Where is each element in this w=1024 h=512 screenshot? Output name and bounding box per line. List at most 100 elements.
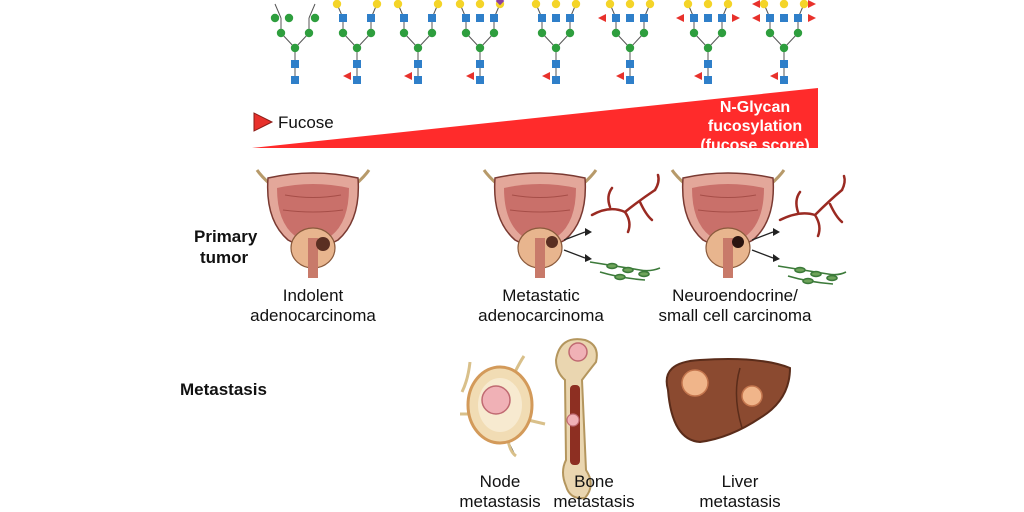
fucose-icon xyxy=(343,72,351,80)
galactose-icon xyxy=(779,0,789,9)
mannose-icon xyxy=(461,28,471,38)
blood-vessel-2 xyxy=(778,174,846,238)
caption-line: small cell carcinoma xyxy=(658,306,812,325)
caption-line: Node xyxy=(479,472,521,491)
wedge-title-line: fucosylation xyxy=(707,118,803,135)
glcnac-icon xyxy=(718,14,726,22)
bone xyxy=(554,338,598,500)
glcnac-icon xyxy=(462,14,470,22)
caption-bone-metastasis: Bone metastasis xyxy=(546,472,642,512)
fucose-legend-icon xyxy=(253,112,274,132)
sialic-acid-icon xyxy=(495,0,505,6)
galactose-icon xyxy=(455,0,465,9)
glcnac-icon xyxy=(414,60,422,68)
mannose-icon xyxy=(475,43,485,53)
glycan-1 xyxy=(270,3,320,84)
mannose-icon xyxy=(703,43,713,53)
row-label-line: tumor xyxy=(200,248,249,267)
glcnac-icon xyxy=(353,60,361,68)
galactose-icon xyxy=(372,0,382,9)
fucose-legend-label: Fucose xyxy=(278,113,334,132)
mannose-icon xyxy=(276,28,286,38)
caption-line: Metastatic xyxy=(502,286,580,305)
galactose-icon xyxy=(759,0,769,9)
glcnac-icon xyxy=(780,76,788,84)
mannose-icon xyxy=(427,28,437,38)
glcnac-icon xyxy=(476,60,484,68)
caption-node-metastasis: Node metastasis xyxy=(452,472,548,512)
glcnac-icon xyxy=(476,14,484,22)
mannose-icon xyxy=(625,43,635,53)
glcnac-icon xyxy=(766,14,774,22)
glcnac-icon xyxy=(490,14,498,22)
caption-line: adenocarcinoma xyxy=(478,306,604,325)
mannose-icon xyxy=(413,43,423,53)
caption-line: adenocarcinoma xyxy=(250,306,376,325)
glcnac-icon xyxy=(704,76,712,84)
prostate-metastatic xyxy=(482,169,598,278)
caption-line: metastasis xyxy=(459,492,541,511)
galactose-icon xyxy=(703,0,713,9)
mannose-icon xyxy=(489,28,499,38)
galactose-icon xyxy=(332,0,342,9)
fucose-icon xyxy=(808,0,816,8)
mannose-icon xyxy=(565,28,575,38)
glycan-2 xyxy=(332,0,382,84)
mannose-icon xyxy=(290,43,300,53)
mannose-icon xyxy=(551,43,561,53)
glycan-4 xyxy=(455,0,505,84)
row-label-primary-tumor: Primary tumor xyxy=(194,226,257,268)
fucose-icon xyxy=(466,72,474,80)
mannose-icon xyxy=(611,28,621,38)
fucose-icon xyxy=(752,0,760,8)
fucose-icon xyxy=(694,72,702,80)
mannose-icon xyxy=(338,28,348,38)
nerve-fibers-1 xyxy=(589,261,661,281)
galactose-icon xyxy=(551,0,561,9)
row-label-metastasis: Metastasis xyxy=(180,380,267,399)
caption-line: metastasis xyxy=(553,492,635,511)
glcnac-icon xyxy=(704,60,712,68)
mannose-icon xyxy=(717,28,727,38)
caption-liver-metastasis: Liver metastasis xyxy=(680,472,800,512)
mannose-icon xyxy=(689,28,699,38)
blood-vessel-1 xyxy=(590,173,660,234)
mannose-icon xyxy=(304,28,314,38)
glcnac-icon xyxy=(428,14,436,22)
prostate-indolent xyxy=(255,169,371,278)
galactose-icon xyxy=(723,0,733,9)
glcnac-icon xyxy=(626,60,634,68)
galactose-icon xyxy=(571,0,581,9)
row-label-line: Primary xyxy=(194,227,258,246)
glcnac-icon xyxy=(780,60,788,68)
mannose-icon xyxy=(537,28,547,38)
galactose-icon xyxy=(475,0,485,9)
mannose-icon xyxy=(793,28,803,38)
caption-line: metastasis xyxy=(699,492,781,511)
fucose-icon xyxy=(404,72,412,80)
glcnac-icon xyxy=(367,14,375,22)
wedge-title: N-Glycan fucosylation (fucose score) xyxy=(690,98,820,155)
glcnac-icon xyxy=(780,14,788,22)
mannose-icon xyxy=(284,13,294,23)
mannose-icon xyxy=(765,28,775,38)
prostate-neuroendocrine xyxy=(670,169,786,278)
galactose-icon xyxy=(799,0,809,9)
fucose-icon xyxy=(808,14,816,22)
glcnac-icon xyxy=(538,14,546,22)
mannose-icon xyxy=(310,13,320,23)
glycan-8 xyxy=(752,0,816,84)
glcnac-icon xyxy=(400,14,408,22)
glcnac-icon xyxy=(690,14,698,22)
glcnac-icon xyxy=(414,76,422,84)
fucose-icon xyxy=(616,72,624,80)
fucose-icon xyxy=(676,14,684,22)
galactose-icon xyxy=(625,0,635,9)
glcnac-icon xyxy=(291,60,299,68)
glcnac-icon xyxy=(626,76,634,84)
caption-neuroendocrine: Neuroendocrine/ small cell carcinoma xyxy=(640,286,830,326)
galactose-icon xyxy=(605,0,615,9)
glcnac-icon xyxy=(353,76,361,84)
fucose-icon xyxy=(752,14,760,22)
